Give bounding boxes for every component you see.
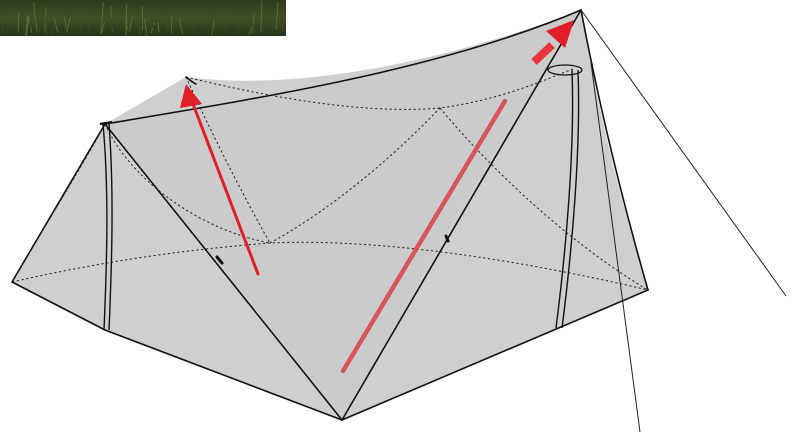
grass-photo-thumbnail [0,0,286,37]
grass-blade [100,2,104,34]
right-arrow [531,20,574,65]
grass-blade [151,16,155,36]
left-arrow [180,84,260,276]
grass-blade [236,14,240,34]
tie-out-tabs [215,234,450,265]
front-ridge-edge [104,9,582,125]
grass-blade [43,12,49,37]
grass-blade [144,18,148,36]
grass-blade [250,19,254,35]
grass-blade [32,3,38,32]
grass-blade [156,20,159,36]
floor-seam [11,241,649,291]
grass-blade [38,9,44,32]
guy-lines [580,9,787,433]
grass-blade [100,22,105,35]
guy-line-down [589,54,641,433]
roof-diagonal-seam [269,107,441,244]
guy-line-right [580,9,787,297]
front-left-panel-edge [104,123,343,421]
grass-blade [50,5,56,36]
grass-blade [191,22,197,35]
grass-blade [265,13,271,32]
right-end-edge [580,9,649,291]
grass-blade [25,15,28,35]
left-roof-seam [185,76,271,244]
left-end-edge [11,123,106,331]
grass-blade [213,20,218,33]
grass-blade [241,9,246,32]
grass-blade [224,17,227,32]
grass-blade [65,2,71,33]
roof-panel [105,10,581,420]
grass-blade [53,17,59,33]
arrow-up-icon [180,84,202,108]
grass-blade [111,18,114,32]
front-right-panel-edge [341,9,582,421]
tension-line [340,98,508,374]
grass-blade [157,21,160,33]
grass-blade [281,20,285,33]
grass-blade [248,26,253,36]
grass-blade [6,4,11,33]
grass-blade [138,25,141,34]
grass-blade [211,12,214,33]
grass-blade [150,22,155,34]
right-roof-seam [439,107,649,291]
grass-blade [62,18,67,32]
grass-blade [275,1,279,31]
grass-blade [251,22,256,33]
grass-blade [79,20,83,34]
grass-blade [66,16,71,32]
grass-blade [29,20,32,34]
tent-outline [11,9,649,421]
grass-blade [128,15,134,32]
grass-blade [70,13,73,34]
grass-blade [178,17,184,35]
right-pole [547,64,583,329]
grass-blade [163,12,169,33]
left-pole [99,120,113,331]
grass-blade [200,7,203,31]
rear-peak-edge [185,76,197,85]
grass-blade [22,23,26,36]
grass-blade [88,22,91,33]
arrow-up-right-icon [546,20,574,48]
grass-blade [260,0,263,33]
